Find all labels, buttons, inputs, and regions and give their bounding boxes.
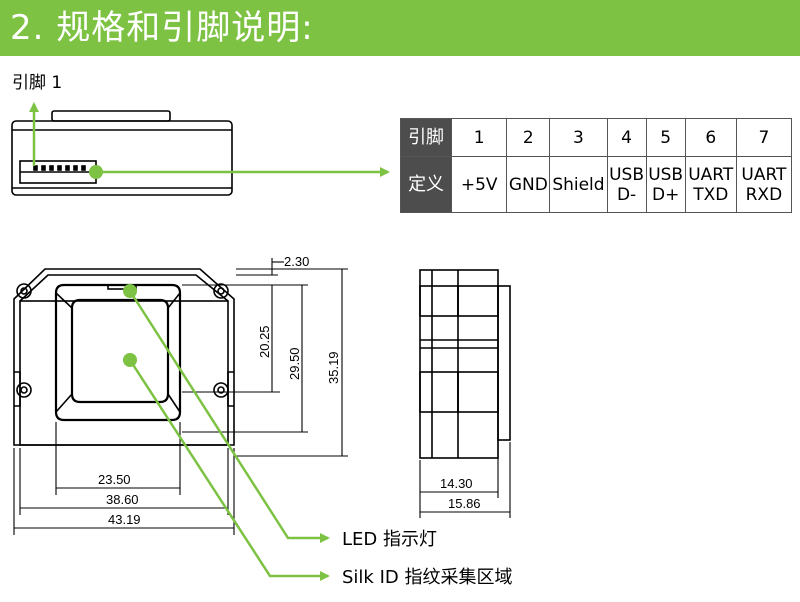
led-callout-label: LED 指示灯 [342,529,437,550]
pin-num-2: 2 [506,118,551,157]
front-view [13,268,235,446]
pin-def-7-line1: UART [741,164,787,185]
silk-callout-label: Silk ID 指纹采集区域 [342,567,513,588]
dim-14-30: 14.30 [440,476,473,491]
pin-num-4: 4 [606,118,647,157]
callout-lines [123,284,330,581]
page-title: 2. 规格和引脚说明: [10,8,314,48]
pin-def-4-line1: USB [609,164,645,185]
pin-row-header: 引脚 [399,118,453,157]
dim-29-50: 29.50 [287,347,302,380]
pin-def-2-line1: GND [508,174,548,195]
def-row-header: 定义 [399,156,453,213]
pin-def-1: +5V [451,156,508,213]
pin-def-3: Shield [549,156,608,213]
pin-num-6: 6 [684,118,737,157]
dim-43-19: 43.19 [108,512,141,527]
pin-num-7: 7 [735,118,793,157]
pin-def-3-line1: Shield [552,174,605,195]
header-banner: 2. 规格和引脚说明: [0,0,800,56]
pin-def-7-line2: RXD [745,184,783,205]
dimension-labels: 2.30 20.25 29.50 35.19 23.50 38.60 43.19… [98,254,481,527]
dim-38-60: 38.60 [106,492,139,507]
side-dimension-lines [419,442,511,518]
dim-23-50: 23.50 [98,472,131,487]
side-view [419,269,511,459]
dim-2-30: 2.30 [284,254,309,269]
pin-num-3: 3 [549,118,608,157]
pin-def-1-line1: +5V [460,174,498,195]
connector-side-view [11,110,233,196]
pin-def-6-line1: UART [688,164,734,185]
pin1-label: 引脚 1 [12,73,63,93]
pin-num-5: 5 [645,118,686,157]
pin-num-1: 1 [451,118,508,157]
pin-def-4-line2: D- [616,184,637,205]
pin-def-2: GND [506,156,551,213]
pin-def-5-line1: USB [648,164,684,185]
dim-35-19: 35.19 [326,351,341,384]
dim-20-25: 20.25 [257,325,272,358]
dim-15-86: 15.86 [448,496,481,511]
pin-number-row: 引脚 1 2 3 4 5 6 7 [399,118,793,157]
pin-def-6-line2: TXD [693,184,729,205]
pin-def-5-line2: D+ [651,184,680,205]
